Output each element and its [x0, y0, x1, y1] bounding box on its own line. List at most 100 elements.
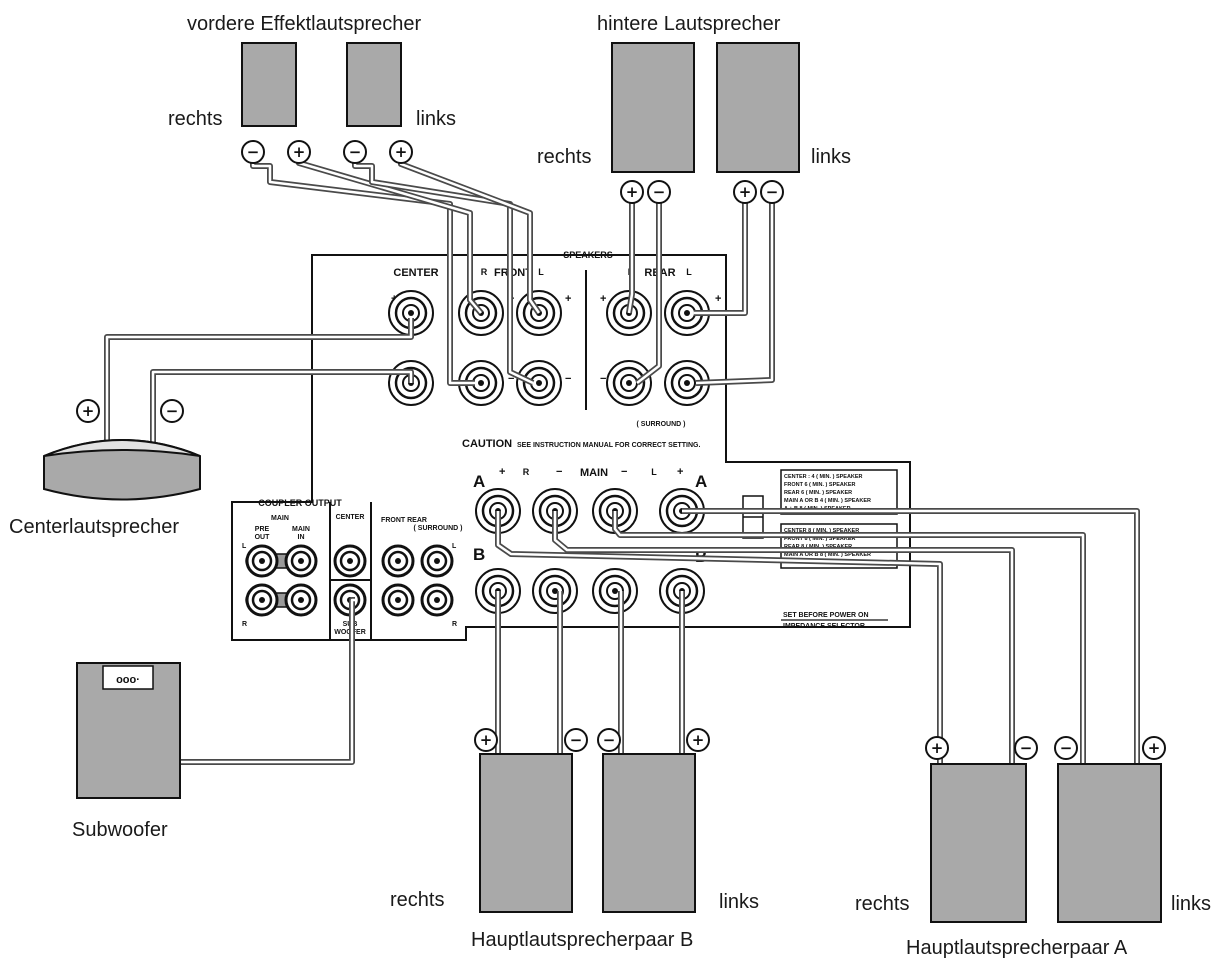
main-in-label-1: MAIN: [292, 526, 310, 533]
main-b-right-label: rechts: [390, 889, 444, 911]
pre-out-label-2: OUT: [255, 534, 271, 541]
binding-post[interactable]: [606, 360, 652, 406]
coupler-l-mark-right: L: [452, 543, 457, 550]
svg-text:−: −: [349, 143, 362, 161]
rear-right-speaker: [611, 42, 695, 173]
speaker-wire: [626, 192, 635, 314]
polarity-plus-icon: +: [925, 736, 949, 760]
speaker-wire: [695, 192, 775, 386]
front-l-mark: L: [538, 267, 544, 277]
front-l-plus-mark: +: [565, 293, 571, 305]
svg-text:−: −: [247, 143, 260, 161]
speaker-wire: [250, 152, 475, 386]
coupler-r-mark: R: [242, 621, 247, 628]
binding-post[interactable]: [592, 568, 638, 614]
caution-text: SEE INSTRUCTION MANUAL FOR CORRECT SETTI…: [517, 442, 700, 449]
coupler-r-mark-right: R: [452, 621, 457, 628]
subwoofer-display: [102, 665, 154, 690]
set-before-power-on: SET BEFORE POWER ON: [783, 612, 869, 619]
rear-right-label: rechts: [537, 146, 591, 168]
binding-post[interactable]: [458, 360, 504, 406]
svg-text:+: +: [692, 731, 705, 749]
polarity-plus-icon: +: [1142, 736, 1166, 760]
coupler-output-label: COUPLER OUTPUT: [258, 498, 342, 508]
binding-post[interactable]: [516, 360, 562, 406]
coupler-main-label: MAIN: [271, 515, 289, 522]
binding-post[interactable]: [388, 290, 434, 336]
front-l-minus-mark: −: [565, 373, 571, 385]
speaker-wire: [150, 369, 414, 445]
center-speaker-top: [43, 439, 201, 457]
rca-jacks: [245, 544, 454, 617]
caution-word: CAUTION: [462, 438, 512, 450]
impedance-line: REAR 6 ( MIN. ) SPEAKER: [784, 490, 852, 496]
polarity-plus-icon: +: [474, 728, 498, 752]
svg-text:+: +: [480, 731, 493, 749]
rca-jack[interactable]: [381, 544, 415, 578]
rear-title: hintere Lautsprecher: [597, 13, 781, 35]
speaker-wire: [180, 597, 355, 765]
polarity-minus-icon: −: [1054, 736, 1078, 760]
rca-jack[interactable]: [420, 583, 454, 617]
binding-post[interactable]: [532, 568, 578, 614]
svg-text:+: +: [395, 143, 408, 161]
speaker-polarity-marks: −+−++−+−+−+−−++−−+: [76, 140, 1166, 760]
main-b-title: Hauptlautsprecherpaar B: [471, 929, 693, 951]
polarity-plus-icon: +: [686, 728, 710, 752]
main-b-left-speaker: [602, 753, 696, 913]
main-a-title: Hauptlautsprecherpaar A: [906, 937, 1128, 959]
coupler-l-mark: L: [242, 543, 247, 550]
polarity-minus-icon: −: [343, 140, 367, 164]
svg-text:+: +: [626, 183, 639, 201]
polarity-plus-icon: +: [76, 399, 100, 423]
speaker-wire: [682, 508, 1140, 764]
coupler-surround-label: ( SURROUND ): [414, 525, 463, 532]
main-b-right-speaker: [479, 753, 573, 913]
main-l-mark: L: [651, 467, 657, 477]
svg-text:−: −: [166, 402, 179, 420]
main-a-left-label: links: [1171, 893, 1211, 915]
polarity-minus-icon: −: [564, 728, 588, 752]
front-effect-right-speaker: [241, 42, 297, 127]
impedance-selector-label: IMPEDANCE SELECTOR: [783, 623, 865, 630]
main-l-minus-mark: −: [621, 466, 627, 478]
rca-jack[interactable]: [381, 583, 415, 617]
svg-text:−: −: [653, 183, 666, 201]
polarity-plus-icon: +: [620, 180, 644, 204]
rca-jack[interactable]: [284, 583, 318, 617]
rca-jack[interactable]: [245, 583, 279, 617]
svg-text:+: +: [739, 183, 752, 201]
impedance-line: MAIN A OR B 8 ( MIN. ) SPEAKER: [784, 552, 871, 558]
binding-post[interactable]: [664, 290, 710, 336]
polarity-minus-icon: −: [760, 180, 784, 204]
svg-text:−: −: [1020, 739, 1033, 757]
svg-text:−: −: [570, 731, 583, 749]
subwoofer-label: Subwoofer: [72, 819, 168, 841]
front-effect-left-label: links: [416, 108, 456, 130]
main-a-right-mark: A: [695, 472, 707, 491]
rca-jack[interactable]: [420, 544, 454, 578]
rear-left-label: links: [811, 146, 851, 168]
front-rear-label: FRONT REAR: [381, 517, 427, 524]
polarity-minus-icon: −: [241, 140, 265, 164]
impedance-line: FRONT 6 ( MIN. ) SPEAKER: [784, 482, 856, 488]
surround-label: ( SURROUND ): [637, 421, 686, 428]
binding-posts: [388, 290, 710, 614]
rca-jack[interactable]: [245, 544, 279, 578]
speaker-wire: [635, 192, 662, 386]
impedance-line: CENTER 8 ( MIN. ) SPEAKER: [784, 528, 859, 534]
polarity-plus-icon: +: [389, 140, 413, 164]
binding-post[interactable]: [664, 360, 710, 406]
speaker-wire: [352, 152, 535, 386]
front-effect-left-speaker: [346, 42, 402, 127]
front-effect-right-label: rechts: [168, 108, 222, 130]
main-a-right-speaker: [930, 763, 1027, 923]
rca-jack[interactable]: [284, 544, 318, 578]
impedance-line: CENTER : 4 ( MIN. ) SPEAKER: [784, 474, 863, 480]
rca-jack[interactable]: [333, 544, 367, 578]
rear-l-mark: L: [686, 267, 692, 277]
speaker-wire: [552, 511, 1015, 764]
polarity-minus-icon: −: [1014, 736, 1038, 760]
impedance-line: FRONT 8 ( MIN. ) SPEAKER: [784, 536, 856, 542]
